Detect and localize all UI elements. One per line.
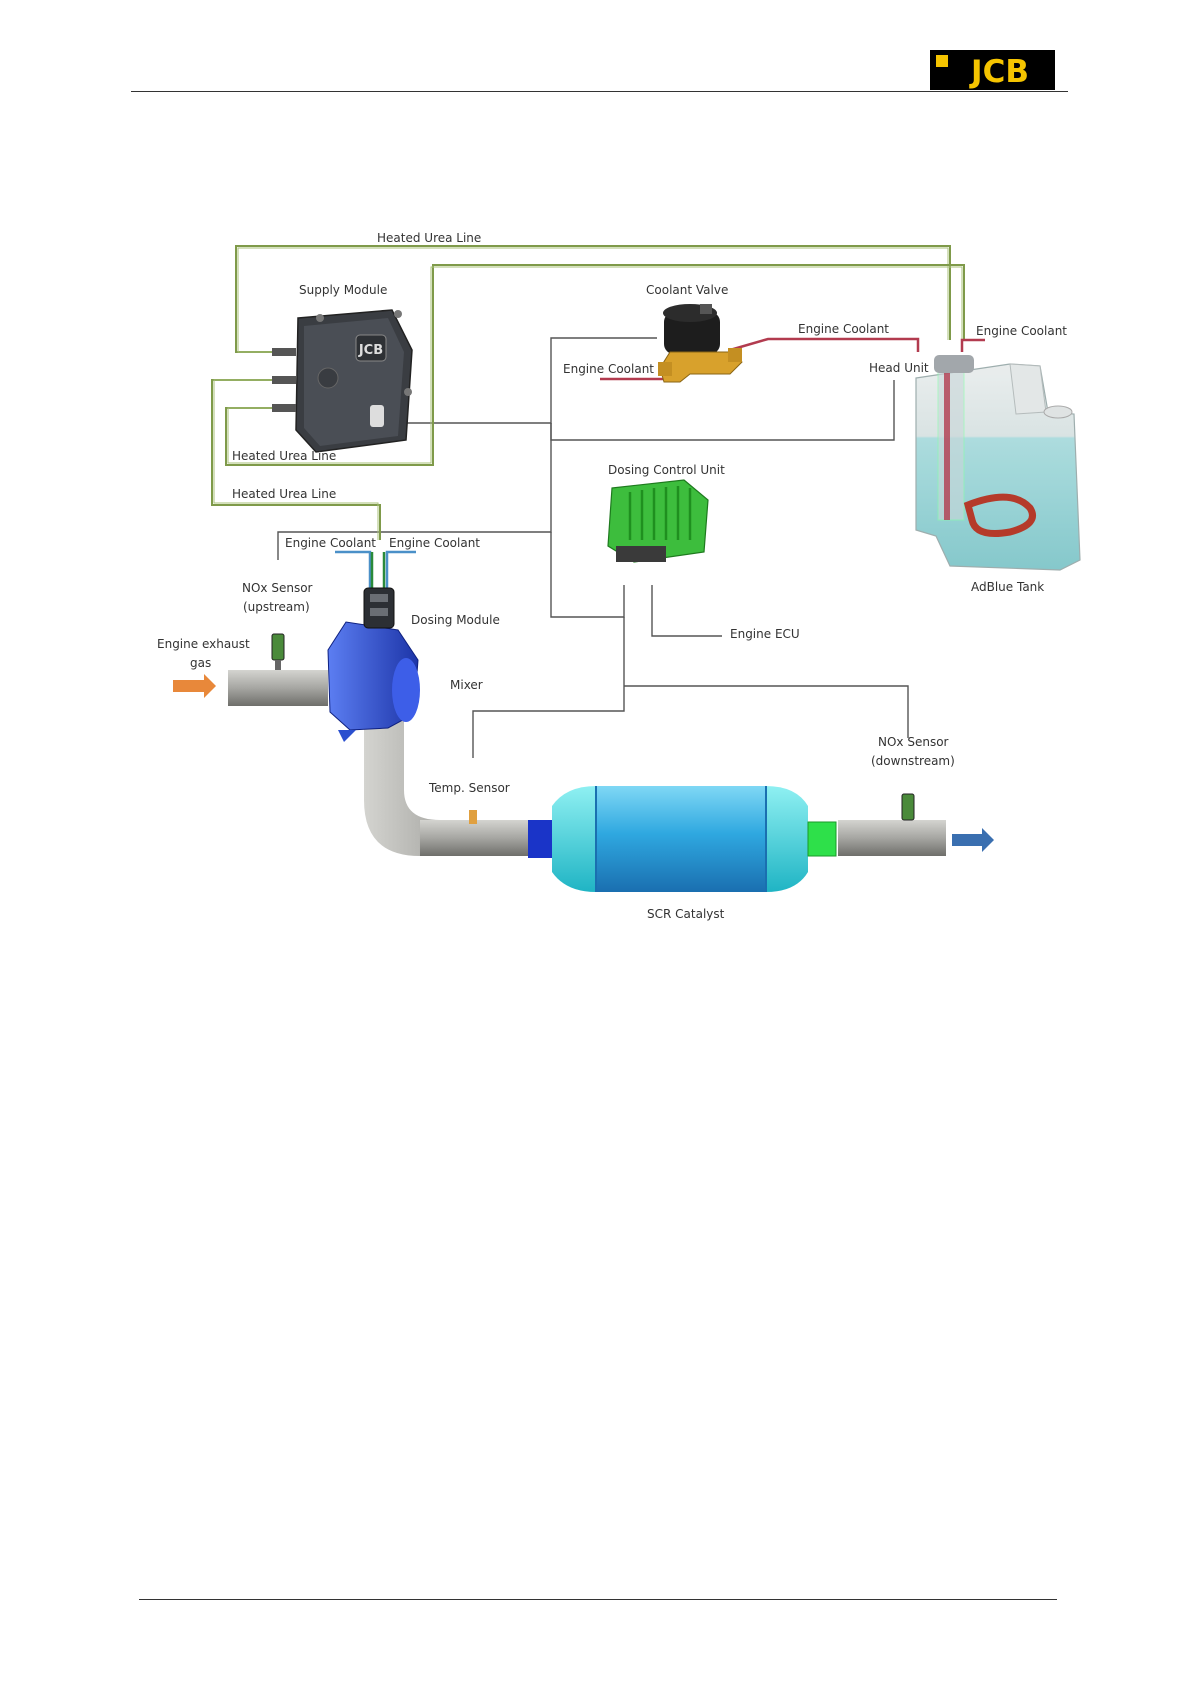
- wire-to-nox-up: [277, 423, 552, 560]
- label-engine-coolant-valve-right: Engine Coolant: [798, 322, 889, 336]
- wire-supply-to-valve: [384, 337, 657, 424]
- label-engine-coolant-valve-left: Engine Coolant: [563, 362, 654, 376]
- scr-catalyst: [528, 786, 837, 892]
- heated-urea-lines: [211, 245, 965, 540]
- label-heated-urea-line-low: Heated Urea Line: [232, 487, 336, 501]
- label-engine-coolant-dm-left: Engine Coolant: [285, 536, 376, 550]
- label-dosing-control-unit: Dosing Control Unit: [608, 463, 725, 477]
- coolant-lines: [335, 337, 985, 588]
- label-nox-down-2: (downstream): [871, 754, 955, 768]
- adblue-tank: [915, 355, 1081, 571]
- jcb-logo: JCB: [930, 50, 1055, 90]
- nox-sensor-downstream: [901, 793, 915, 821]
- svg-text:JCB: JCB: [358, 343, 383, 358]
- mixer: [327, 621, 420, 742]
- label-exhaust-2: gas: [190, 656, 211, 670]
- label-engine-coolant-dm-right: Engine Coolant: [389, 536, 480, 550]
- label-coolant-valve: Coolant Valve: [646, 283, 728, 297]
- exhaust-pipe: [228, 670, 946, 856]
- exhaust-in-arrow: [173, 674, 216, 698]
- diagram-labels: Heated Urea Line Supply Module Coolant V…: [157, 231, 1067, 921]
- wire-to-temp-sensor: [472, 617, 625, 758]
- label-exhaust-1: Engine exhaust: [157, 637, 250, 651]
- wire-to-dcu: [550, 532, 625, 618]
- temp-sensor: [469, 810, 477, 824]
- label-temp-sensor: Temp. Sensor: [428, 781, 510, 795]
- label-heated-urea-line-mid: Heated Urea Line: [232, 449, 336, 463]
- label-engine-coolant-tank: Engine Coolant: [976, 324, 1067, 338]
- label-mixer: Mixer: [450, 678, 483, 692]
- label-engine-ecu: Engine ECU: [730, 627, 800, 641]
- label-head-unit: Head Unit: [869, 361, 929, 375]
- wire-to-head-unit: [550, 380, 895, 441]
- label-nox-up-1: NOx Sensor: [242, 581, 313, 595]
- signal-wiring: [277, 337, 909, 758]
- label-nox-down-1: NOx Sensor: [878, 735, 949, 749]
- dosing-module: [363, 587, 395, 629]
- label-adblue-tank: AdBlue Tank: [971, 580, 1044, 594]
- label-heated-urea-line-top: Heated Urea Line: [377, 231, 481, 245]
- coolant-valve: [658, 304, 743, 383]
- wire-to-ecu: [651, 585, 722, 637]
- logo-text: JCB: [969, 54, 1029, 90]
- footer-rule: [139, 1599, 1057, 1600]
- wire-to-nox-down: [624, 685, 909, 738]
- nox-sensor-upstream: [271, 633, 285, 670]
- label-nox-up-2: (upstream): [243, 600, 310, 614]
- label-supply-module: Supply Module: [299, 283, 387, 297]
- label-dosing-module: Dosing Module: [411, 613, 500, 627]
- exhaust-out-arrow: [952, 828, 994, 852]
- header-rule: [131, 91, 1068, 92]
- supply-module: JCB: [272, 309, 413, 453]
- label-scr-catalyst: SCR Catalyst: [647, 907, 725, 921]
- dosing-control-unit: [607, 479, 709, 563]
